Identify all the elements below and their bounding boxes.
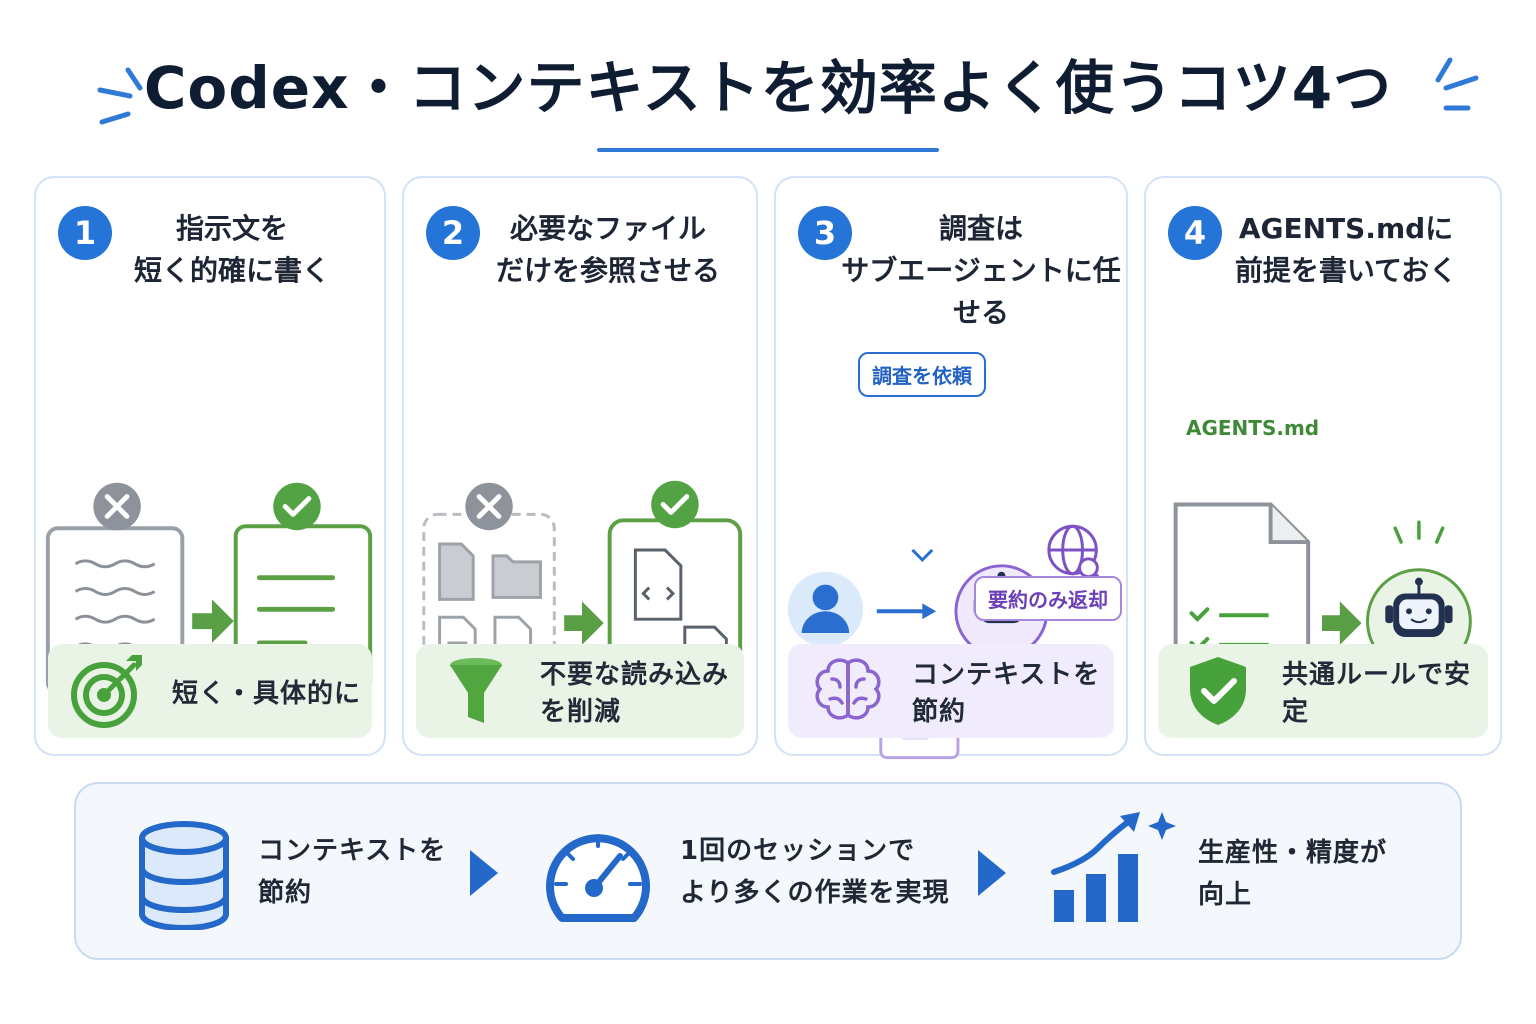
card-footer-text: コンテキストを節約	[912, 660, 1101, 727]
benefit-text: 生産性・精度が 向上	[1198, 838, 1388, 910]
tip-card-3: 3 調査は サブエージェントに任せる	[774, 176, 1128, 760]
spark-left-icon	[97, 67, 143, 125]
database-icon	[139, 821, 229, 930]
arrow-right-icon	[876, 603, 937, 620]
benefits-panel: コンテキストを 節約 1回のセッションで より多くの作業を実現 生産性・精度が …	[74, 782, 1462, 960]
card-footer: コンテキストを節約	[788, 644, 1114, 738]
shield-check-icon	[1190, 657, 1246, 725]
chevron-right-icon	[978, 850, 1006, 896]
page-title: Codex・コンテキストを効率よく使うコツ4つ	[143, 54, 1393, 122]
tip-card-2: 2 必要なファイル だけを参照させる 不要な読み	[402, 176, 758, 756]
card-footer: 短く・具体的に	[48, 644, 372, 738]
growth-chart-icon	[1051, 812, 1176, 922]
spark-right-icon	[1435, 57, 1479, 111]
agents-md-label: AGENTS.md	[1186, 416, 1320, 440]
step-number-badge: 1	[58, 206, 112, 260]
tip-card-1: 1 指示文を 短く的確に書く	[34, 176, 386, 756]
step-number-badge: 2	[426, 206, 480, 260]
title-underline	[597, 148, 939, 152]
target-icon	[71, 655, 142, 728]
globe-search-icon	[1047, 524, 1107, 586]
card-title: 指示文を 短く的確に書く	[133, 212, 330, 287]
card-title: 必要なファイル だけを参照させる	[495, 212, 720, 287]
card-footer: 不要な読み込みを削減	[416, 644, 744, 738]
arrow-right-icon	[564, 601, 604, 645]
tip-card-4: 4 AGENTS.mdに 前提を書いておく	[1144, 176, 1502, 756]
step-number-badge: 4	[1168, 206, 1222, 260]
card-footer-text: 短く・具体的に	[172, 678, 362, 709]
benefit-text: コンテキストを 節約	[258, 836, 447, 908]
request-label: 調査を依頼	[858, 352, 986, 397]
card-title: 調査は サブエージェントに任せる	[841, 212, 1121, 329]
card-footer-text: 共通ルールで安定	[1282, 660, 1472, 727]
arrow-right-icon	[1322, 601, 1362, 645]
chevron-right-icon	[470, 850, 498, 896]
arrow-right-icon	[192, 599, 234, 643]
user-avatar-icon	[787, 571, 864, 647]
benefit-text: 1回のセッションで より多くの作業を実現	[680, 836, 950, 908]
step-number-badge: 3	[798, 206, 852, 260]
card-footer-text: 不要な読み込みを削減	[540, 660, 730, 727]
brain-icon	[815, 658, 881, 720]
gauge-icon	[546, 834, 650, 922]
return-summary-label: 要約のみ返却	[974, 576, 1122, 621]
funnel-icon	[450, 658, 502, 723]
card-footer: 共通ルールで安定	[1158, 644, 1488, 738]
card-title: AGENTS.mdに 前提を書いておく	[1234, 212, 1458, 287]
